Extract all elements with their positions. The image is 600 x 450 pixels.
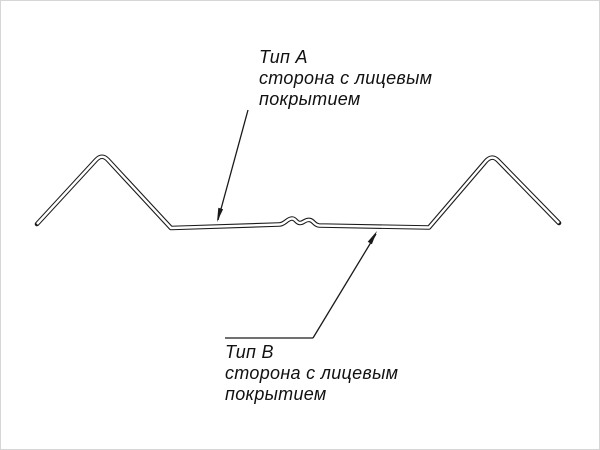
leader-a-line xyxy=(217,109,249,221)
label-type-b-title: Тип В xyxy=(225,342,274,362)
label-type-a-title: Тип А xyxy=(259,47,308,67)
leader-b-line xyxy=(312,233,377,339)
label-type-a-line1: сторона с лицевым xyxy=(259,68,433,88)
leader-a xyxy=(217,109,249,222)
leader-a-arrowhead-icon xyxy=(217,207,224,222)
leader-b-arrowhead-icon xyxy=(367,231,377,245)
leader-b xyxy=(225,231,377,339)
label-type-b-line1: сторона с лицевым xyxy=(225,363,399,383)
label-type-b: Тип В сторона с лицевым покрытием xyxy=(225,342,398,405)
profile-outline xyxy=(34,154,562,231)
label-type-a: Тип А сторона с лицевым покрытием xyxy=(259,47,432,110)
label-type-b-line2: покрытием xyxy=(225,384,327,404)
label-type-a-line2: покрытием xyxy=(259,89,361,109)
profile-inner-gap xyxy=(36,155,560,230)
